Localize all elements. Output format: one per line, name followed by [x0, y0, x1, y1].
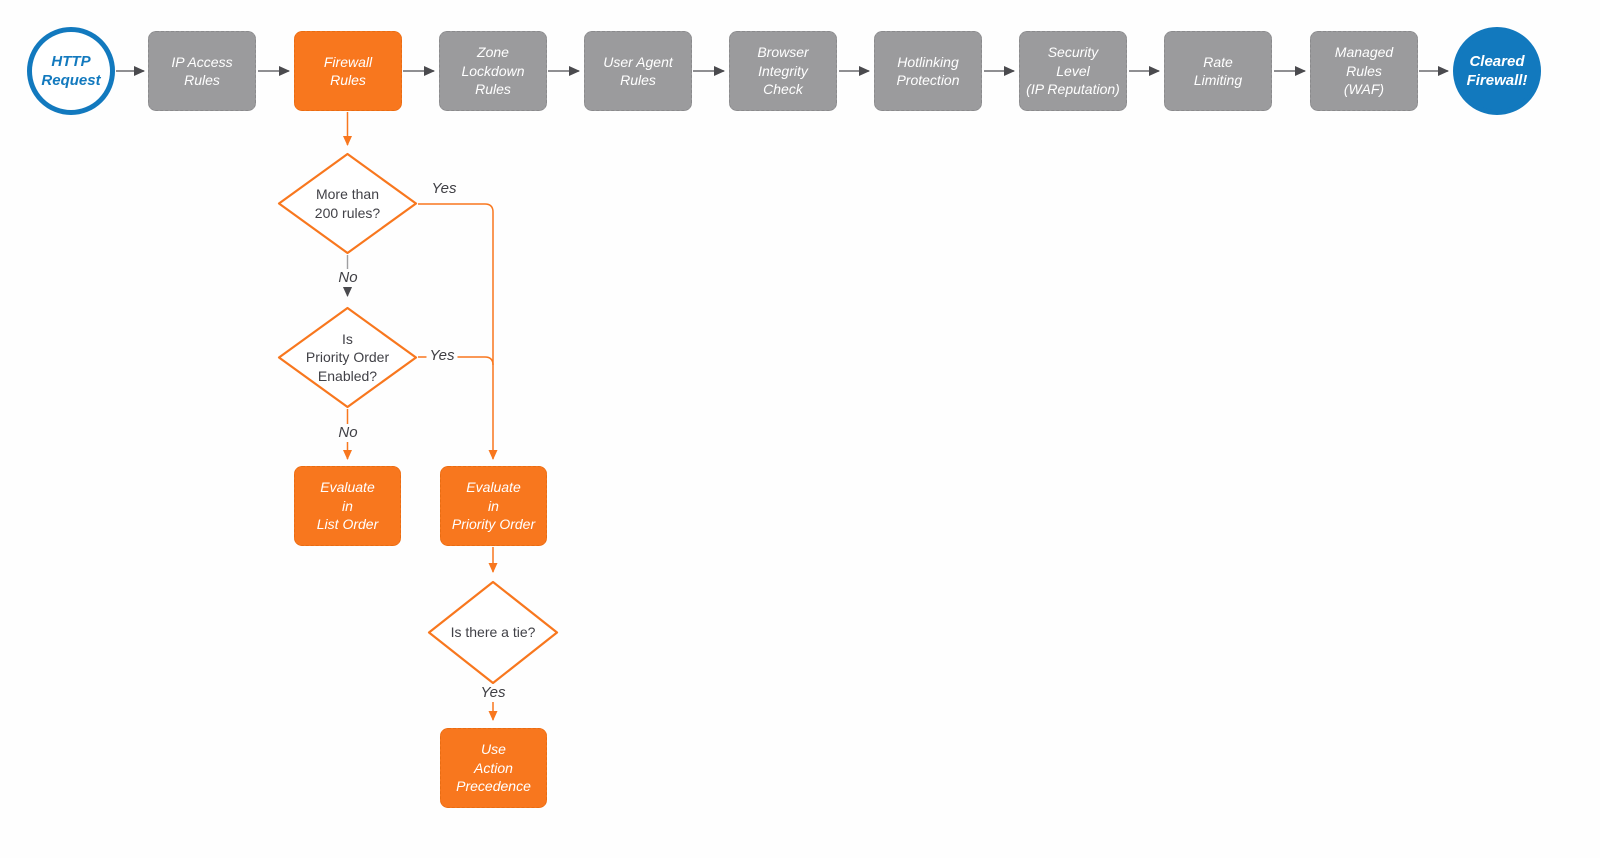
node-firewall-rules: Firewall Rules	[294, 31, 402, 111]
decision-label: Is there a tie?	[450, 624, 536, 641]
node-label: IP Access Rules	[171, 53, 233, 88]
node-label: Firewall Rules	[323, 53, 373, 88]
node-use-action-precedence: Use Action Precedence	[440, 728, 547, 808]
edge-label-yes-200-rules: Yes	[428, 180, 460, 198]
node-evaluate-in-priority-order: Evaluate in Priority Order	[440, 466, 547, 546]
node-label: Use Action Precedence	[456, 741, 531, 795]
node-evaluate-in-list-order: Evaluate in List Order	[294, 466, 401, 546]
node-label: HTTP Request	[41, 52, 101, 90]
node-label: Cleared Firewall!	[1466, 52, 1528, 90]
node-hotlinking-protection: Hotlinking Protection	[874, 31, 982, 111]
node-label: Hotlinking Protection	[896, 53, 960, 88]
node-label: User Agent Rules	[603, 53, 673, 88]
node-ip-access-rules: IP Access Rules	[148, 31, 256, 111]
node-security-level: Security Level (IP Reputation)	[1019, 31, 1127, 111]
diamond-shape	[277, 306, 418, 409]
node-label: Zone Lockdown Rules	[461, 44, 525, 98]
node-label: Security Level (IP Reputation)	[1026, 44, 1120, 98]
diamond-shape	[427, 580, 559, 685]
node-managed-rules-waf: Managed Rules (WAF)	[1310, 31, 1418, 111]
node-rate-limiting: Rate Limiting	[1164, 31, 1272, 111]
node-label: Rate Limiting	[1193, 53, 1243, 88]
decision-label: Is Priority Order Enabled?	[305, 331, 390, 384]
decision-priority-order-enabled: Is Priority Order Enabled?	[277, 306, 418, 409]
node-label: Managed Rules (WAF)	[1334, 44, 1394, 98]
node-cleared-firewall: Cleared Firewall!	[1453, 27, 1541, 115]
node-label: Browser Integrity Check	[757, 44, 809, 98]
node-http-request: HTTP Request	[27, 27, 115, 115]
edge-label-no-priority-order: No	[335, 424, 361, 442]
node-zone-lockdown-rules: Zone Lockdown Rules	[439, 31, 547, 111]
node-user-agent-rules: User Agent Rules	[584, 31, 692, 111]
diamond-shape	[277, 152, 418, 255]
decision-is-there-a-tie: Is there a tie?	[427, 580, 559, 685]
edge-label-yes-priority-order: Yes	[426, 347, 458, 365]
decision-label: More than 200 rules?	[314, 186, 381, 221]
decision-more-than-200-rules: More than 200 rules?	[277, 152, 418, 255]
edge-label-no-200-rules: No	[335, 269, 361, 287]
edge-label-yes-tie: Yes	[477, 684, 509, 702]
node-label: Evaluate in List Order	[316, 479, 379, 533]
node-browser-integrity-check: Browser Integrity Check	[729, 31, 837, 111]
node-label: Evaluate in Priority Order	[451, 479, 536, 533]
arrow-yes-200-to-evaluate-priority	[418, 203, 498, 460]
